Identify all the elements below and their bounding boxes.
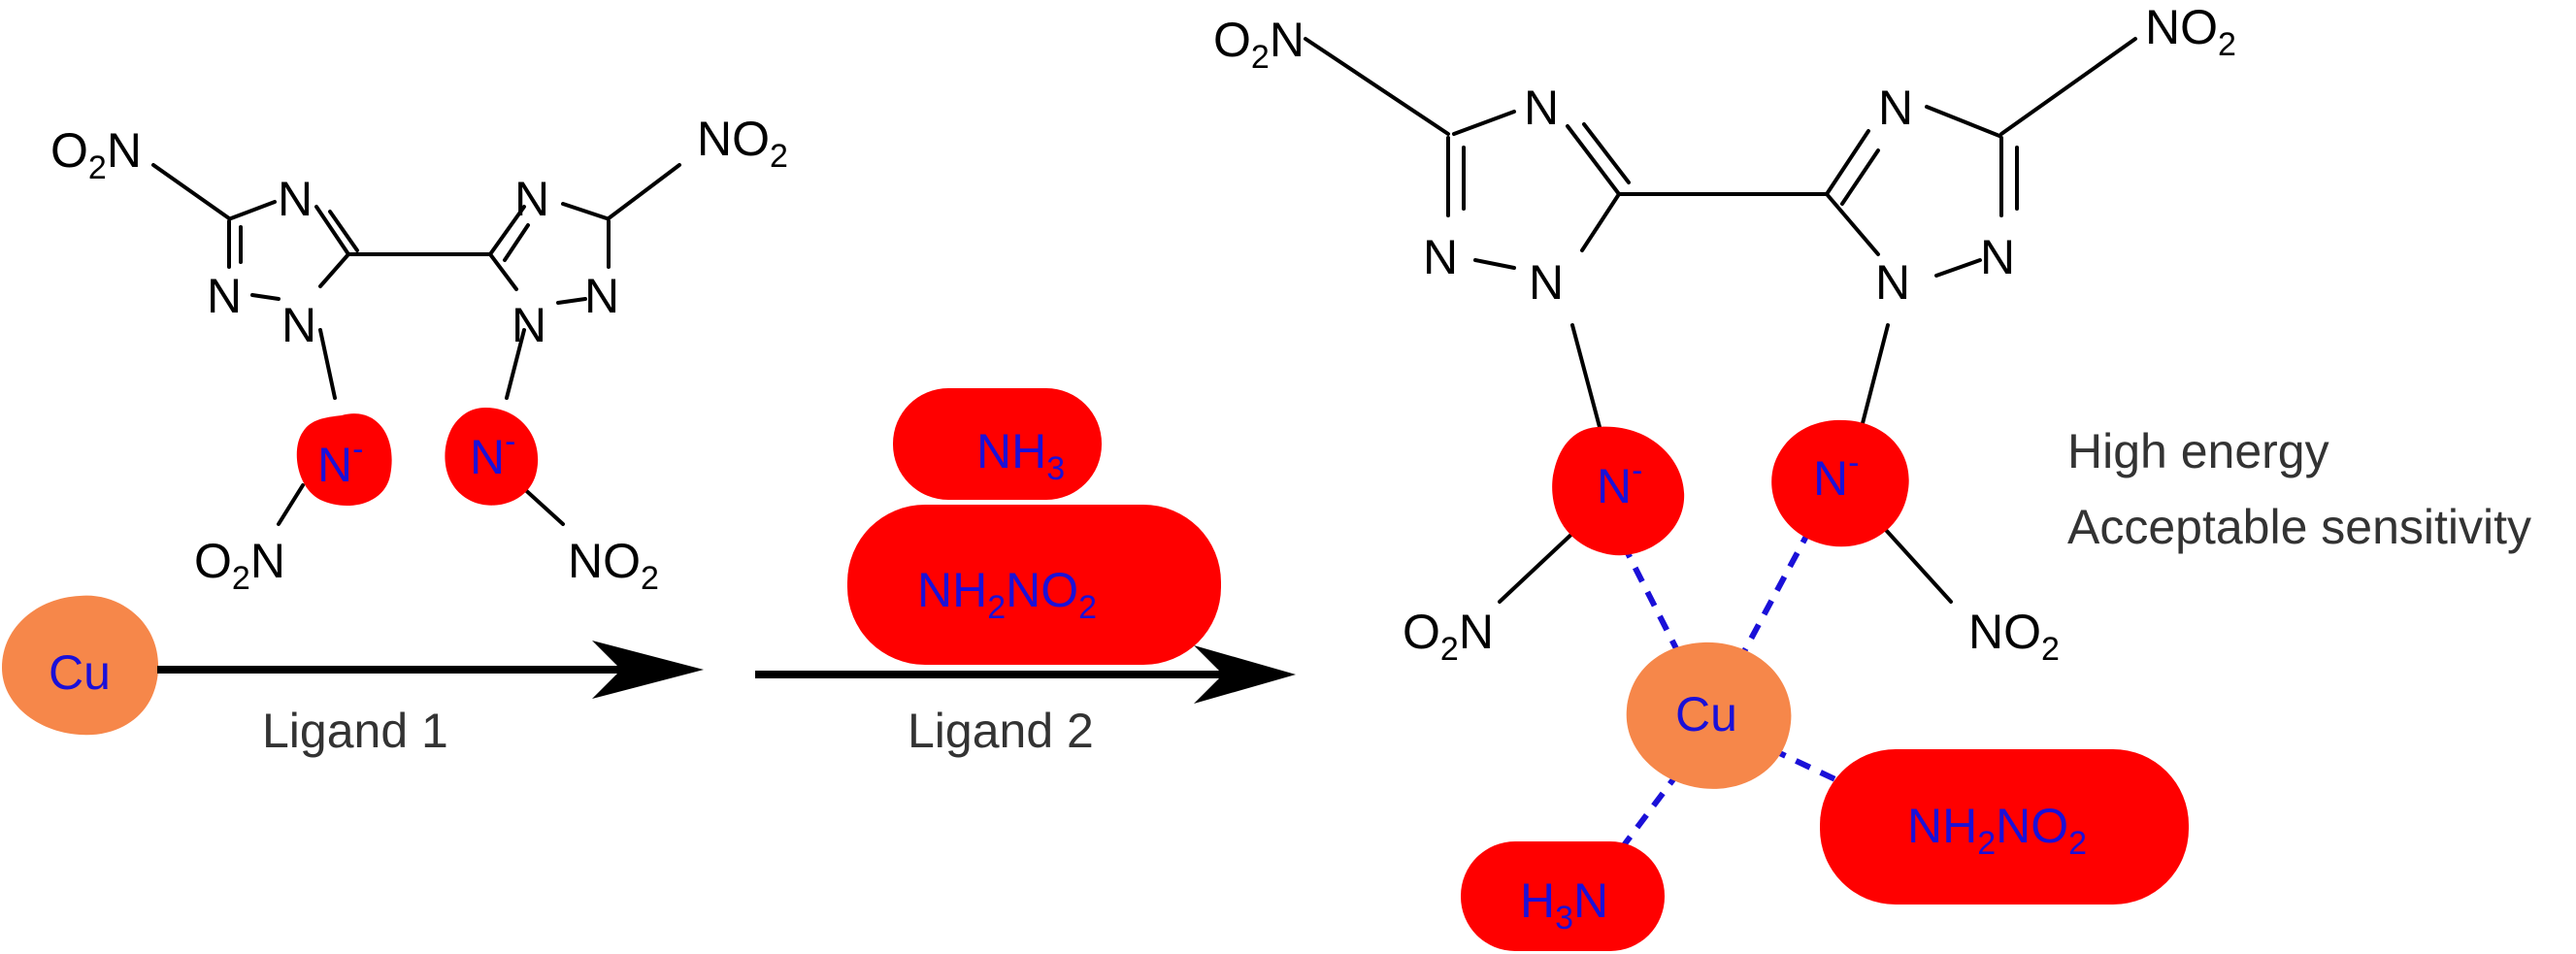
nitro-label: O2N	[1403, 605, 1494, 668]
reagent-nitramide: NH2NO2	[847, 505, 1221, 665]
anionic-nitrogen: N-	[1813, 444, 1859, 506]
anionic-nitrogen: N-	[317, 431, 363, 492]
nitro-label: NO2	[2145, 0, 2236, 63]
property-sensitivity: Acceptable sensitivity	[2067, 500, 2531, 554]
ring-n: N	[281, 298, 316, 352]
ring-n: N	[1878, 81, 1913, 135]
nitro-label: NO2	[1968, 605, 2060, 668]
nitramide-ligand-label: NH2NO2	[1907, 799, 2087, 862]
reagent-ammonia: NH3	[893, 388, 1102, 500]
copper-reactant: Cu	[2, 595, 159, 736]
ring-n: N	[514, 172, 549, 226]
ammonia-ligand-label: H3N	[1520, 873, 1608, 937]
arrow-ligand-2: Ligand 2	[755, 645, 1296, 758]
copper-center-label: Cu	[1675, 687, 1737, 741]
ring-n: N	[278, 172, 313, 226]
ring-n: N	[1980, 230, 2015, 284]
nitro-label: NO2	[568, 534, 659, 597]
free-ligand: N N N N N N O2N NO2 N- N- O2N NO2	[50, 112, 788, 597]
ring-n: N	[1423, 230, 1458, 284]
property-high-energy: High energy	[2067, 424, 2329, 478]
nitramide-label: NH2NO2	[917, 563, 1097, 626]
ring-n: N	[1529, 255, 1564, 310]
ring-n: N	[512, 298, 546, 352]
copper-label: Cu	[49, 645, 111, 700]
arrow-label-ligand-1: Ligand 1	[262, 704, 448, 758]
nitro-label: O2N	[50, 123, 142, 186]
nitro-label: O2N	[1213, 13, 1305, 76]
properties-note: High energy Acceptable sensitivity	[2067, 424, 2531, 554]
anionic-nitrogen: N-	[470, 423, 515, 484]
ring-n: N	[207, 269, 242, 323]
arrow-ligand-1: Ligand 1	[157, 641, 704, 758]
ring-n: N	[1524, 81, 1559, 135]
anionic-nitrogen: N-	[1597, 452, 1642, 513]
ammonia-label: NH3	[976, 424, 1065, 487]
ring-n: N	[1875, 255, 1910, 310]
nitro-label: NO2	[697, 112, 788, 175]
copper-complex: N N N N N N O2N NO2 N- N- O2N NO2 Cu NH2…	[1213, 0, 2236, 951]
arrow-label-ligand-2: Ligand 2	[908, 704, 1094, 758]
nitro-label: O2N	[194, 534, 285, 597]
ring-n: N	[584, 269, 619, 323]
